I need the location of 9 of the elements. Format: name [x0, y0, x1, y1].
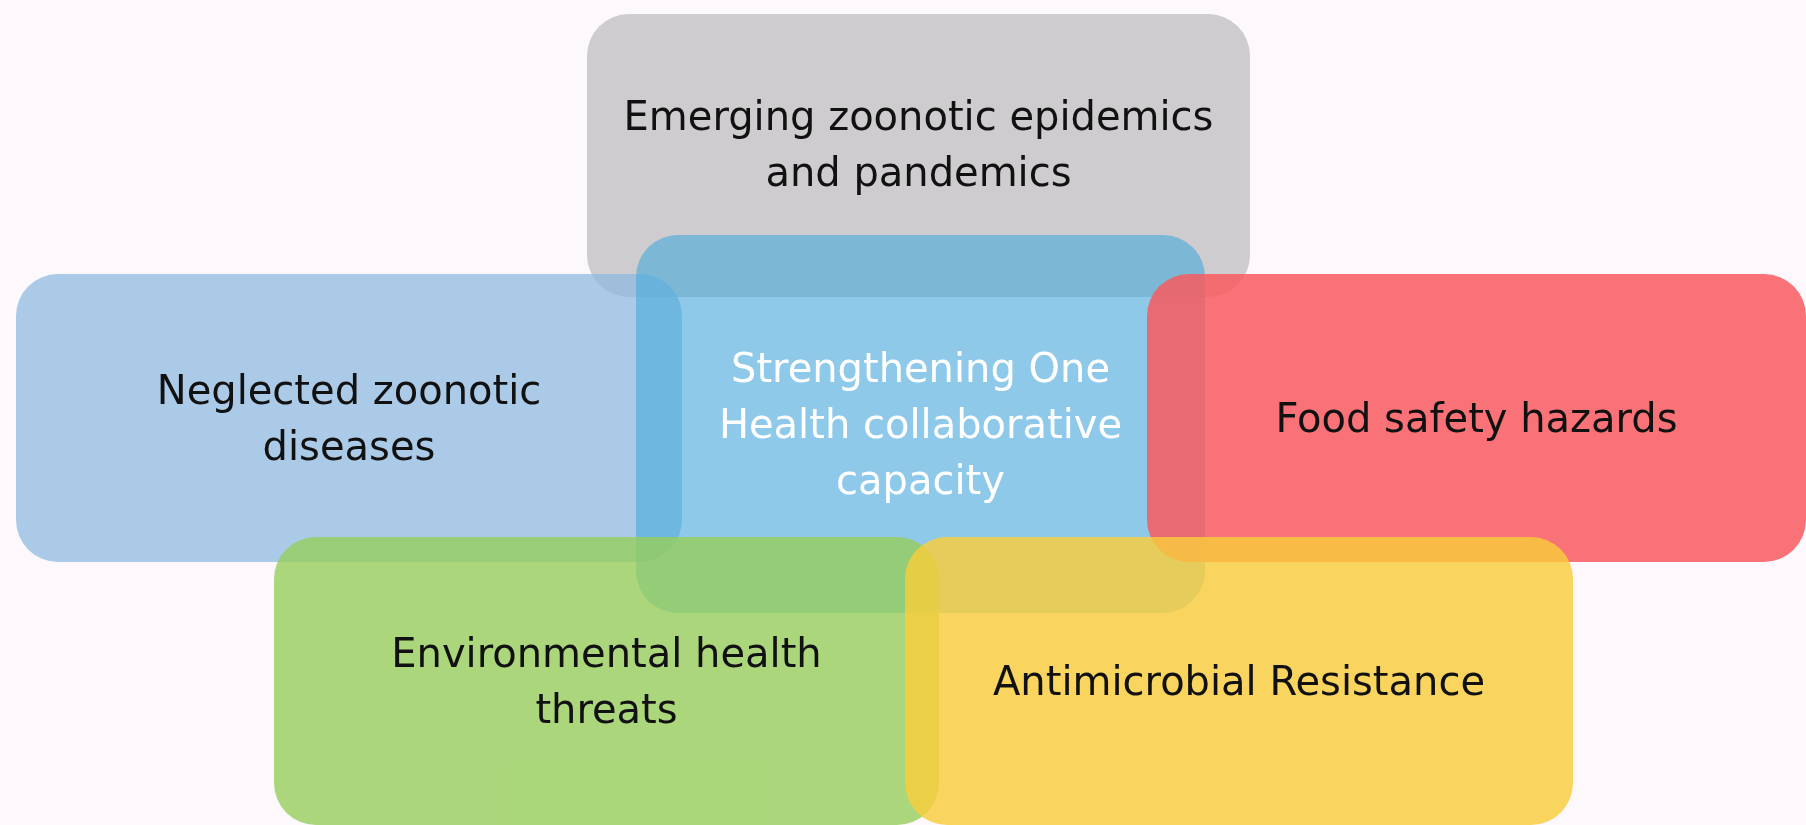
topic-box: [905, 537, 1573, 825]
box-label: Emerging zoonotic epidemics and pandemics: [622, 91, 1215, 197]
box-label: Antimicrobial Resistance: [993, 657, 1485, 706]
box-label: Environmental health threats: [390, 629, 823, 734]
box-label: Strengthening One Health collaborative capacity: [717, 344, 1124, 505]
topic-box: [16, 274, 682, 562]
topic-box: [1147, 274, 1806, 562]
box-label: Food safety hazards: [1275, 394, 1678, 443]
box-label: Neglected zoonotic diseases: [155, 366, 543, 471]
